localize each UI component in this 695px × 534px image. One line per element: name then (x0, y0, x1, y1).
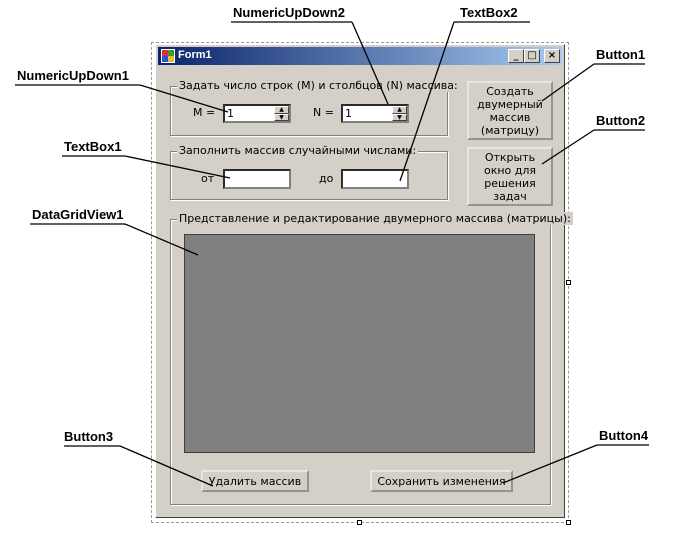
from-label: от (201, 172, 215, 185)
m-label: M = (193, 106, 216, 119)
n-label: N = (313, 106, 334, 119)
resize-handle-corner[interactable] (566, 520, 571, 525)
delete-array-button[interactable]: Удалить массив (201, 470, 309, 492)
save-changes-button[interactable]: Сохранить изменения (370, 470, 513, 492)
callout-button-2: Button2 (596, 113, 646, 128)
group-random-fill: Заполнить массив случайными числами: от … (170, 144, 448, 200)
textbox-to[interactable] (341, 169, 409, 189)
open-tasks-button[interactable]: Открыть окно для решения задач (467, 147, 553, 206)
group-array-size: Задать число строк (M) и столбцов (N) ма… (170, 79, 460, 136)
datagridview-1-leader (124, 223, 199, 256)
resize-handle-bottom[interactable] (357, 520, 362, 525)
numeric-up-down-m-spinner[interactable]: ▲ ▼ (274, 106, 289, 121)
maximize-button[interactable]: □ (524, 49, 540, 63)
group-random-fill-legend: Заполнить массив случайными числами: (177, 144, 419, 157)
close-button[interactable]: × (544, 49, 560, 63)
window-title: Form1 (178, 49, 212, 61)
button-2-leader (541, 129, 595, 165)
numeric-up-down-m[interactable]: 1 ▲ ▼ (223, 104, 291, 123)
callout-button-3: Button3 (64, 429, 114, 444)
resize-handle-right[interactable] (566, 280, 571, 285)
callout-button-1: Button1 (596, 47, 646, 62)
form-icon (161, 49, 175, 63)
numeric-up-down-1-leader (139, 84, 229, 113)
minimize-button[interactable]: _ (508, 49, 524, 63)
spin-up-icon[interactable]: ▲ (392, 106, 407, 114)
spin-down-icon[interactable]: ▼ (274, 113, 289, 121)
data-grid-view[interactable] (184, 234, 535, 453)
callout-numeric-up-down-1: NumericUpDown1 (17, 68, 129, 83)
button-3-leader (119, 445, 214, 487)
button-4-leader (502, 444, 598, 484)
textbox-from[interactable] (223, 169, 291, 189)
button-1-leader (541, 63, 595, 102)
spin-down-icon[interactable]: ▼ (392, 113, 407, 121)
textbox-2-leader (399, 21, 455, 182)
callout-button-4: Button4 (599, 428, 649, 443)
group-array-grid: Представление и редактирование двумерног… (170, 212, 573, 505)
numeric-up-down-n[interactable]: 1 ▲ ▼ (341, 104, 409, 123)
spin-up-icon[interactable]: ▲ (274, 106, 289, 114)
form-window: Form1 _ □ × Задать число строк (M) и сто… (155, 44, 573, 518)
callout-numeric-up-down-2: NumericUpDown2 (233, 5, 345, 20)
numeric-up-down-n-value: 1 (345, 107, 352, 120)
create-array-button[interactable]: Создать двумерный массив (матрицу) (467, 81, 553, 140)
title-bar[interactable]: Form1 _ □ × (158, 47, 562, 65)
numeric-up-down-m-value: 1 (227, 107, 234, 120)
callout-textbox-2: TextBox2 (460, 5, 518, 20)
group-array-grid-legend: Представление и редактирование двумерног… (177, 212, 573, 225)
callout-textbox-1: TextBox1 (64, 139, 122, 154)
group-array-size-legend: Задать число строк (M) и столбцов (N) ма… (177, 79, 460, 92)
callout-datagridview-1: DataGridView1 (32, 207, 124, 222)
textbox-1-leader (124, 155, 231, 179)
to-label: до (319, 172, 334, 185)
numeric-up-down-n-spinner[interactable]: ▲ ▼ (392, 106, 407, 121)
numeric-up-down-2-leader (351, 21, 389, 105)
